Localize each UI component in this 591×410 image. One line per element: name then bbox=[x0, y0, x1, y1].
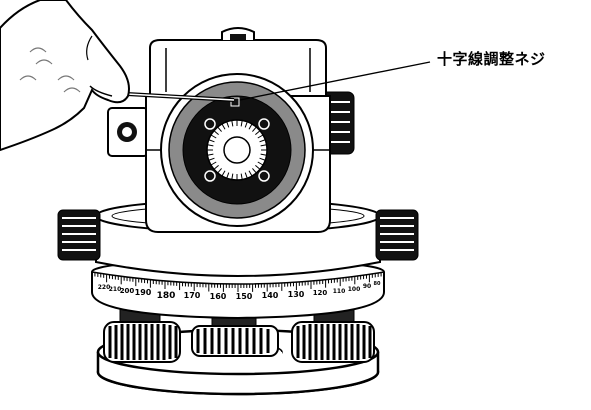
horizontal-drive-knob-left bbox=[58, 210, 100, 260]
scale-label-80: 80 bbox=[374, 281, 381, 287]
scale-label-140: 140 bbox=[262, 291, 279, 300]
scale-label-120: 120 bbox=[313, 289, 328, 297]
scale-label-130: 130 bbox=[288, 290, 305, 299]
scale-label-150: 150 bbox=[236, 292, 253, 301]
scale-label-160: 160 bbox=[210, 292, 227, 301]
reticle-adjustment-screw-label: 十字線調整ネジ bbox=[437, 48, 546, 69]
scale-label-90: 90 bbox=[363, 283, 371, 290]
scale-label-100: 100 bbox=[348, 286, 361, 293]
scale-label-200: 200 bbox=[120, 287, 135, 295]
scale-label-110: 110 bbox=[333, 288, 346, 295]
scale-label-190: 190 bbox=[135, 288, 152, 297]
horizontal-drive-knob-right bbox=[376, 210, 418, 260]
scale-label-180: 180 bbox=[157, 291, 176, 301]
focus-gear bbox=[207, 120, 267, 180]
scale-label-170: 170 bbox=[184, 291, 201, 300]
